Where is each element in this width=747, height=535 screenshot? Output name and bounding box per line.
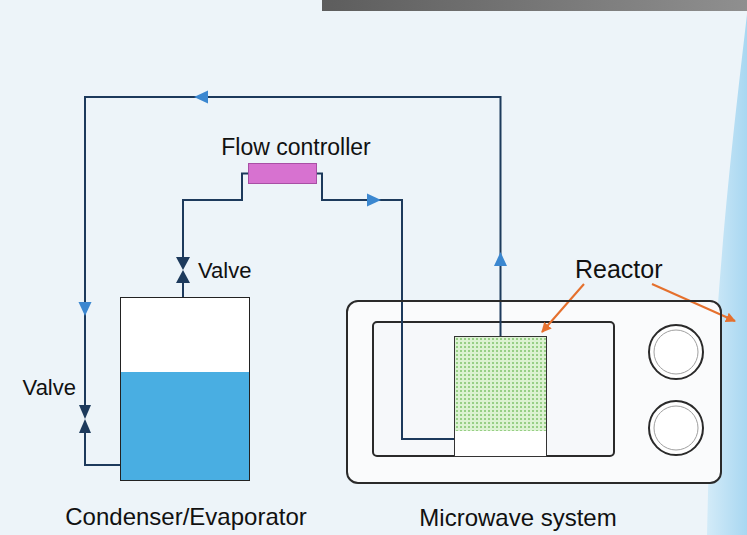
node-label: Condenser/Evaporator	[65, 503, 306, 531]
valve-half	[176, 270, 190, 283]
leader-arrow	[542, 284, 584, 332]
pipe-group	[183, 174, 248, 258]
node-label: Microwave system	[419, 504, 616, 532]
condenser-tank: Condenser/Evaporator	[120, 297, 250, 481]
flow-arrowhead	[79, 302, 92, 316]
flow-arrowhead	[367, 194, 381, 207]
valve-half	[79, 419, 91, 433]
oven-door	[373, 322, 614, 456]
flow-controller: Flow controller	[248, 163, 317, 184]
oven-knob	[649, 401, 703, 455]
valve-symbol: Valve	[79, 405, 91, 433]
valve-outline	[79, 405, 91, 433]
photo-strip	[322, 0, 747, 11]
node-label: Reactor	[575, 255, 663, 284]
reactor-vessel: Reactor	[454, 336, 547, 457]
flow-arrowhead	[494, 252, 507, 266]
valve-symbol: Valve	[176, 257, 190, 283]
valve-half	[176, 257, 190, 270]
pipe-line	[317, 174, 454, 440]
oven-body	[347, 301, 721, 483]
pipe-line	[85, 433, 120, 465]
leader-arrow	[652, 284, 735, 321]
pipe-group	[183, 283, 184, 297]
node-label: Valve	[198, 258, 251, 283]
pipe-group	[85, 433, 120, 465]
node-label: Valve	[23, 375, 76, 400]
pipe-line	[182, 283, 184, 297]
knob-ring	[654, 330, 698, 374]
node-label: Flow controller	[221, 134, 371, 160]
pipe-line	[183, 174, 248, 258]
microwave-oven: Microwave systemReactor	[346, 300, 722, 484]
water-fill	[121, 372, 249, 480]
valve-outline	[176, 257, 190, 283]
valve-half	[79, 405, 91, 419]
catalyst-bed	[455, 337, 546, 431]
flow-arrowhead	[194, 91, 208, 104]
knob-ring	[654, 406, 698, 450]
pipe-group	[317, 174, 454, 440]
oven-knob	[649, 325, 703, 379]
